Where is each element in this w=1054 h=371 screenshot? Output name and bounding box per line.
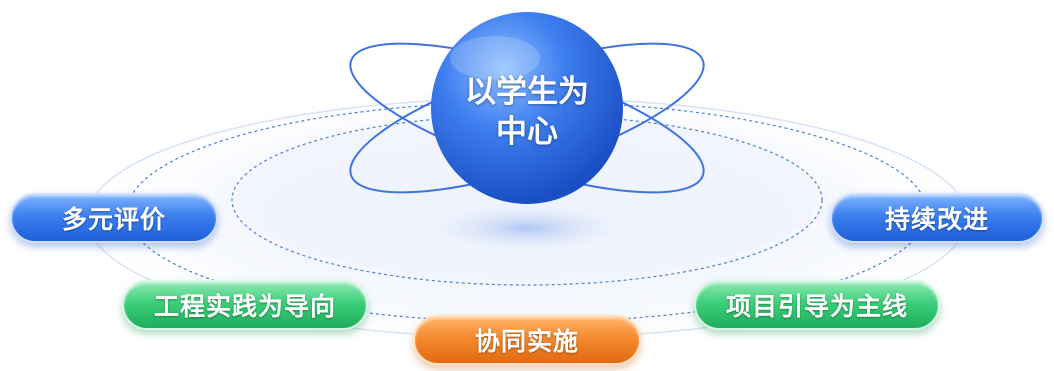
sphere-highlight xyxy=(450,36,540,80)
center-label: 以学生为 中心 xyxy=(436,72,618,152)
sphere-shadow xyxy=(437,206,617,250)
node-collaborative-implementation: 协同实施 xyxy=(413,315,641,365)
dotted-ring-inner xyxy=(231,114,823,286)
node-multi-evaluation-label: 多元评价 xyxy=(61,205,166,234)
node-continuous-improvement-label: 持续改进 xyxy=(884,205,989,234)
node-multi-evaluation: 多元评价 xyxy=(10,193,218,243)
node-project-guided-label: 项目引导为主线 xyxy=(725,292,908,321)
center-label-line1: 以学生为 xyxy=(465,74,589,110)
node-engineering-practice: 工程实践为导向 xyxy=(122,280,368,330)
node-project-guided: 项目引导为主线 xyxy=(694,280,940,330)
node-continuous-improvement: 持续改进 xyxy=(830,193,1044,243)
center-sphere xyxy=(431,12,623,204)
node-engineering-practice-label: 工程实践为导向 xyxy=(153,292,336,321)
node-collaborative-implementation-label: 协同实施 xyxy=(474,327,579,356)
center-label-line2: 中心 xyxy=(496,114,558,150)
